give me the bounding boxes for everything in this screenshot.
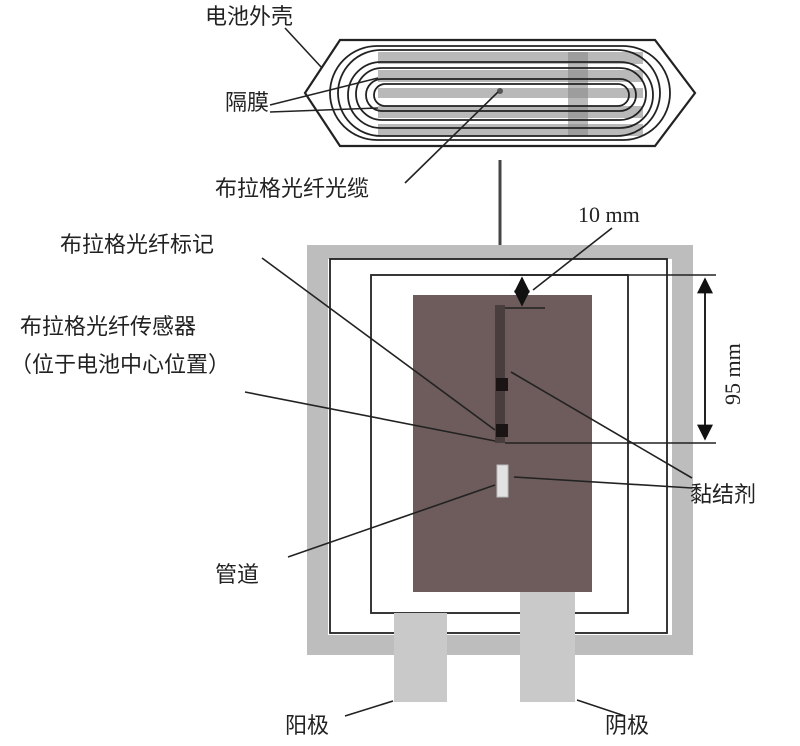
- label-fbg-cable: 布拉格光纤光缆: [215, 177, 369, 202]
- fbg-embedded: [495, 305, 505, 443]
- battery-cross-section: [303, 38, 697, 148]
- separator-windings: [329, 45, 671, 141]
- anode-tab: [394, 613, 447, 702]
- label-cathode: 阴极: [605, 714, 649, 739]
- label-fbg-sensor-note: （位于电池中心位置）: [10, 353, 230, 378]
- label-adhesive: 黏结剂: [690, 483, 756, 508]
- outer-separator: [329, 258, 668, 634]
- label-pipe: 管道: [215, 563, 259, 588]
- label-fbg-marker: 布拉格光纤标记: [60, 233, 214, 258]
- cathode-tab: [520, 592, 575, 702]
- pipe: [496, 464, 509, 498]
- label-separator: 隔膜: [225, 91, 269, 116]
- inner-separator: [370, 274, 629, 614]
- fbg-marker-2: [496, 424, 508, 437]
- leader-lines: [244, 27, 693, 717]
- label-dim-10mm: 10 mm: [578, 202, 640, 227]
- battery-top-view: [307, 245, 693, 702]
- dimensions: [505, 274, 716, 444]
- label-dim-95mm: 95 mm: [720, 343, 745, 405]
- fbg-marker-1: [496, 378, 508, 391]
- label-battery-shell: 电池外壳: [205, 5, 293, 30]
- label-anode: 阳极: [285, 714, 329, 739]
- label-fbg-sensor: 布拉格光纤传感器: [20, 315, 196, 340]
- fbg-point: [497, 88, 503, 94]
